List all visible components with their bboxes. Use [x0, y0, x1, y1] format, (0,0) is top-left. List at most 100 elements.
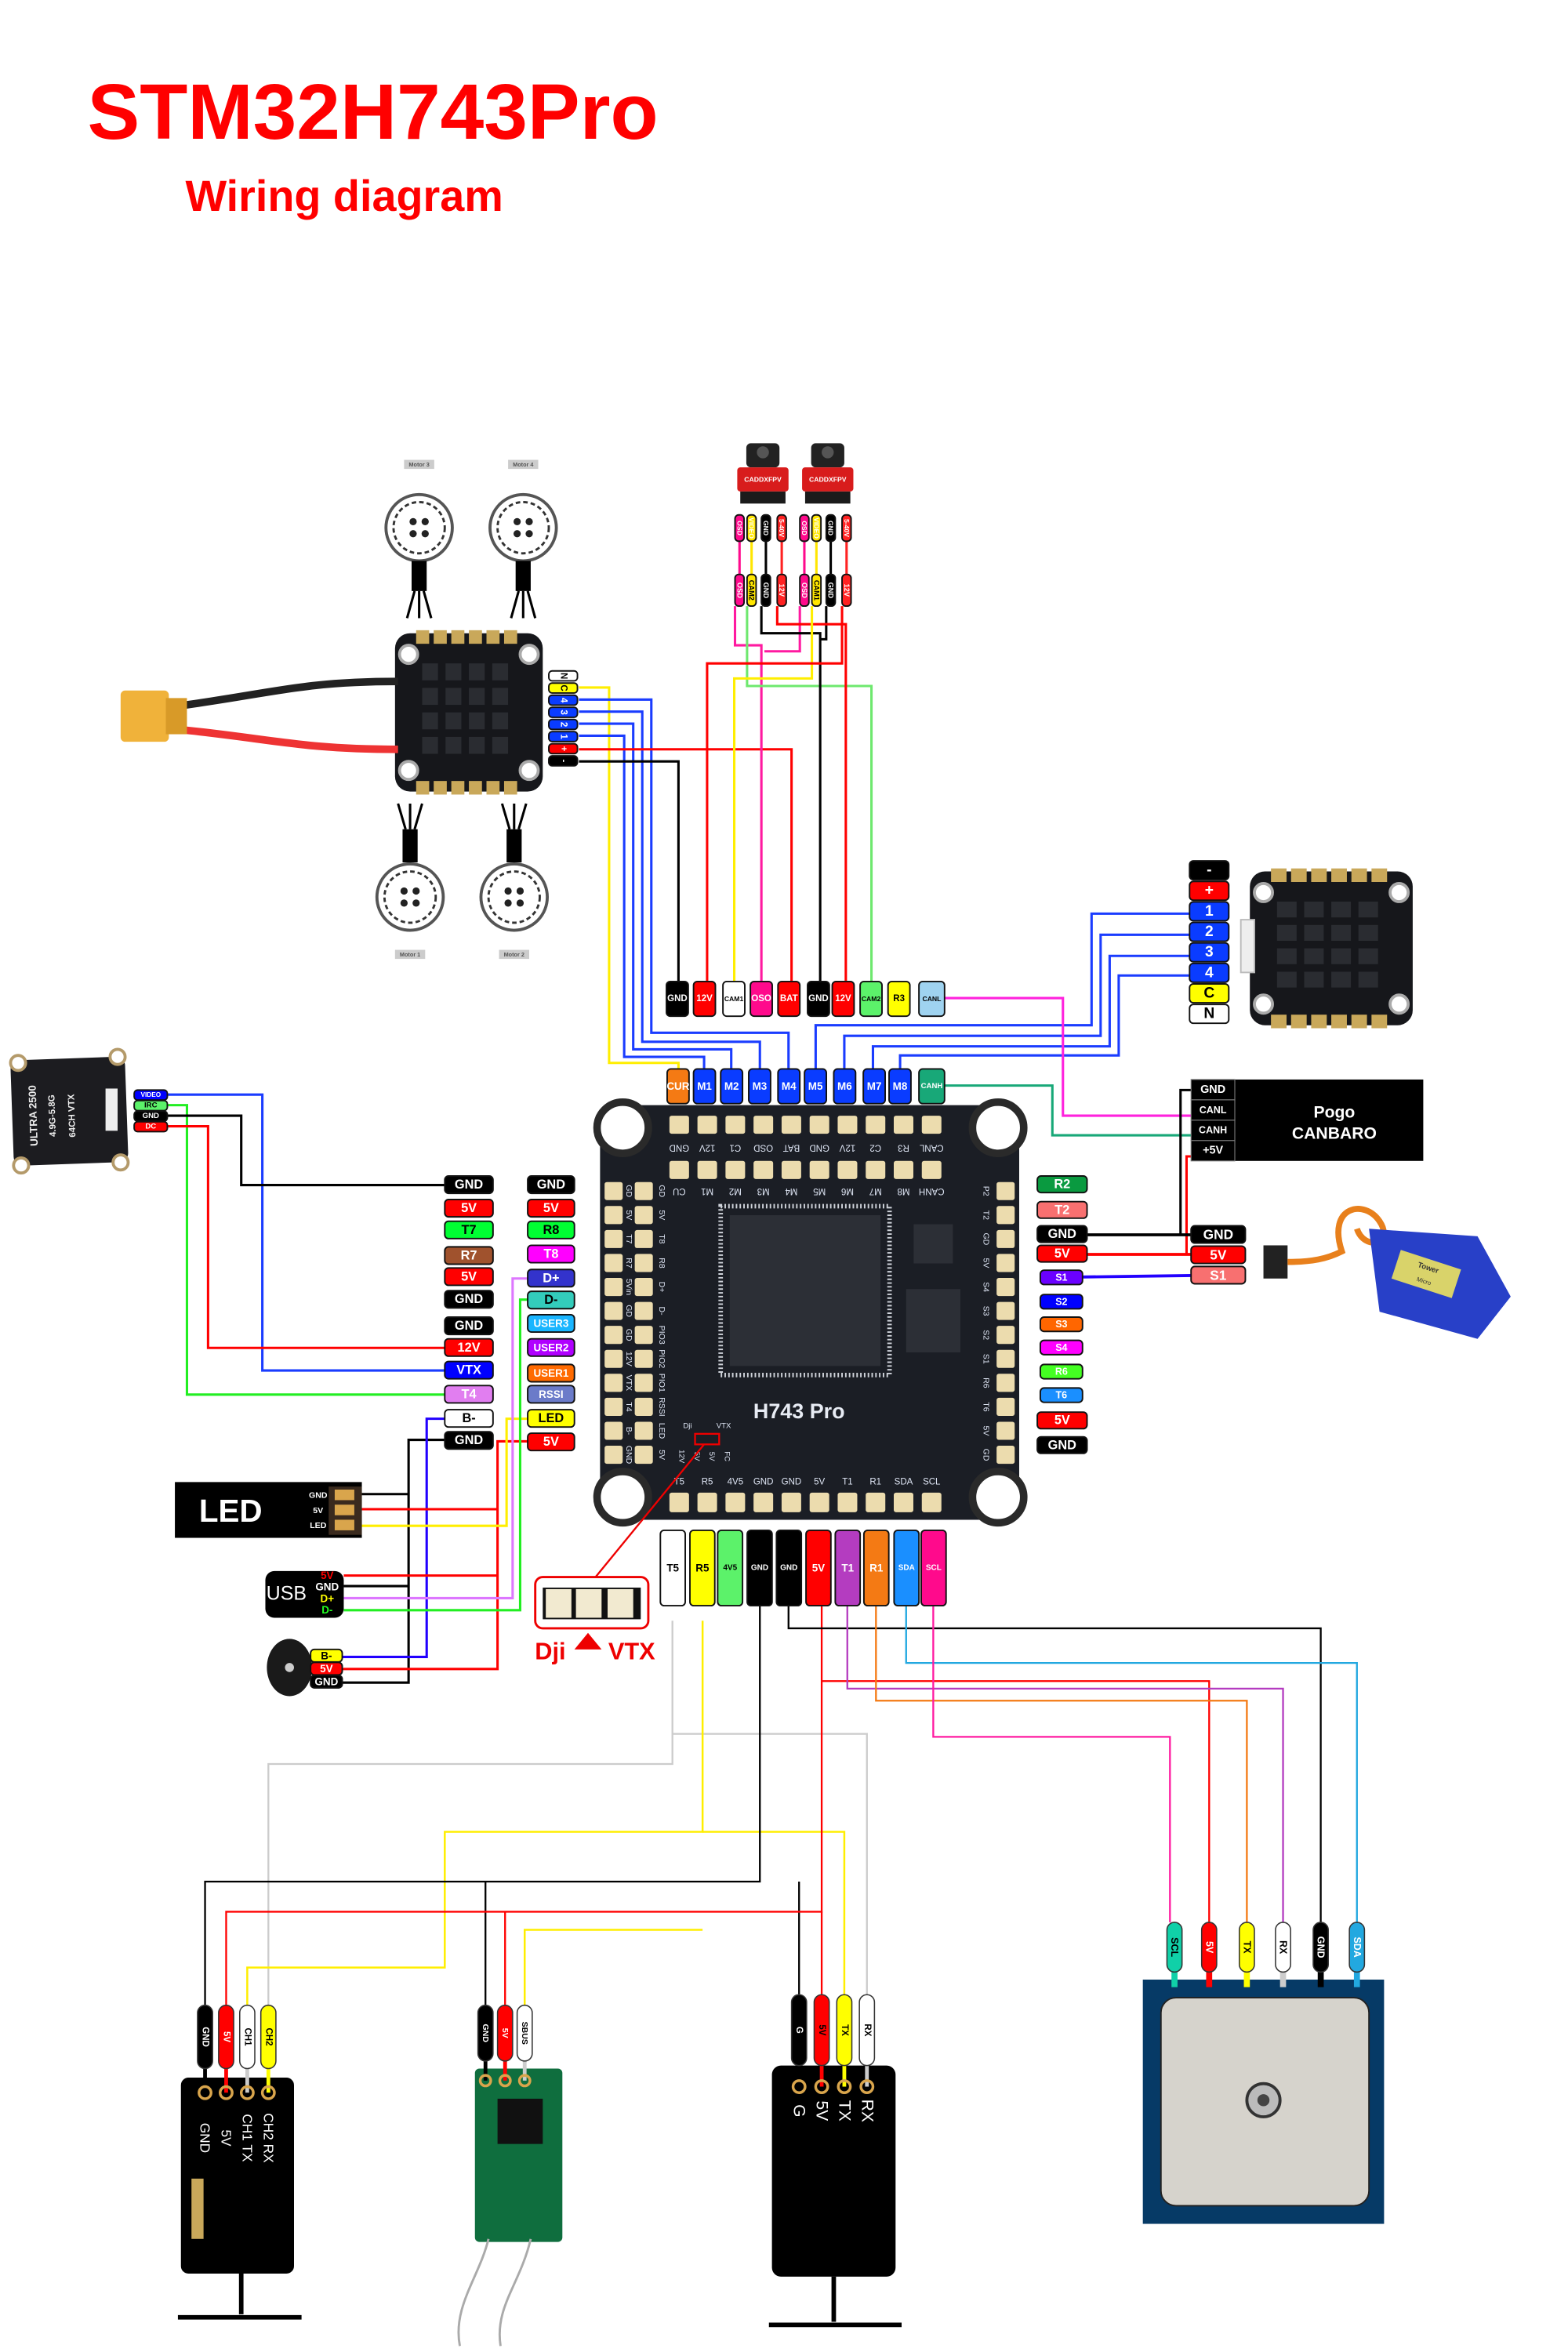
esc-motor-pad	[451, 630, 465, 644]
pin-label-bg	[527, 1220, 575, 1240]
camera-wire-label-OSD: OSD	[799, 573, 810, 608]
esc1-pin-N: N	[548, 670, 579, 682]
fc-pad	[697, 1492, 717, 1512]
pin-label-bg	[811, 514, 822, 543]
motor-motor-2: Motor 2	[479, 803, 549, 960]
pin-label-text: SDA	[898, 1564, 915, 1573]
fc-pad	[921, 1116, 942, 1134]
esc-component	[1358, 902, 1378, 918]
esc-component	[422, 736, 438, 754]
fc-pad	[634, 1349, 653, 1368]
pin-label-text: GND	[780, 1564, 797, 1573]
motor-screw	[421, 530, 429, 538]
fc-silk-bottom: GND	[753, 1477, 774, 1486]
esc-motor-pad	[503, 781, 517, 795]
receiver-body-label: GND	[198, 2123, 213, 2153]
fc-motor-pin-M4: M4	[777, 1068, 801, 1105]
wire	[167, 1125, 445, 1349]
pin-label-bg	[1039, 1294, 1083, 1310]
wire	[672, 1733, 868, 1995]
wire	[702, 1831, 846, 1995]
fc-board-name: H743 Pro	[753, 1399, 845, 1423]
wire	[267, 1621, 673, 2005]
page-subtitle: Wiring diagram	[186, 172, 503, 220]
pin-label-bg	[666, 1068, 690, 1105]
fc-left-inner-pin-5V: 5V	[527, 1199, 575, 1218]
pin-label-text: GND	[1203, 1227, 1233, 1243]
pin-label-bg	[833, 1068, 857, 1105]
pin-label-bg	[859, 980, 883, 1018]
pin-label-text: N	[1203, 1006, 1214, 1022]
wire	[764, 606, 801, 653]
fc-pad	[996, 1278, 1015, 1297]
wire-capsule-label: CH1	[242, 2028, 252, 2047]
fc-silk-dji-pin: FC	[722, 1451, 731, 1461]
gps-pin-TX: TX	[1239, 1922, 1255, 1973]
pin-label-bg	[893, 1529, 920, 1607]
esc-component	[1331, 948, 1352, 964]
pin-label-text: M4	[782, 1080, 797, 1092]
fc-silk-motor: M2	[729, 1186, 742, 1196]
fc-silk-top: C1	[730, 1142, 742, 1152]
camera-wire-label-VIDEO: VIDEO	[811, 514, 822, 543]
motor-screw	[409, 517, 417, 525]
fc-silk-top: OSD	[753, 1142, 773, 1152]
fc-pad	[996, 1349, 1015, 1368]
wire-capsule-label: RX	[862, 2024, 872, 2036]
fc-right-pin-T2: T2	[1036, 1200, 1088, 1219]
pin-label-text: CANH	[921, 1082, 943, 1091]
pin-label-bg	[1039, 1387, 1083, 1403]
wire-capsule	[239, 2004, 256, 2070]
receiver-antenna	[498, 2238, 532, 2347]
fc-bottom-pin-T5: T5	[659, 1529, 686, 1607]
pin-label-text: GND	[1048, 1438, 1076, 1452]
esc-component	[1276, 971, 1297, 988]
fc-silk-left-inner: GD	[657, 1185, 666, 1197]
pin-label-text: SCL	[926, 1564, 942, 1573]
xt60-connector-back	[165, 698, 187, 735]
fc-left-pin-GND: GND	[444, 1290, 494, 1309]
fc-pad	[725, 1492, 746, 1512]
pin-label-text: GND	[455, 1319, 483, 1333]
pin-label-bg	[1036, 1175, 1088, 1194]
camera-brand: CADDXFPV	[744, 476, 782, 484]
fc-top-pin-CAM1: CAM1	[722, 980, 746, 1018]
esc-component	[445, 663, 462, 681]
camera-brand: CADDXFPV	[809, 476, 847, 484]
pin-label-bg	[862, 1068, 886, 1105]
esc-component	[1331, 924, 1352, 941]
fc-silk-left-inner: PIO2	[657, 1349, 666, 1368]
fc-silk-vtx: VTX	[717, 1422, 731, 1431]
receiver-hole	[814, 2079, 829, 2094]
fc-motor-pin-M5: M5	[804, 1068, 827, 1105]
esc2-pin-N: N	[1189, 1004, 1230, 1025]
pin-label-text: CAM1	[812, 580, 820, 601]
pin-label-text: +	[558, 746, 568, 752]
fc-silk-left-outer: B-	[624, 1427, 633, 1436]
wire-capsule	[813, 1994, 830, 2067]
fc-pad	[996, 1397, 1015, 1416]
fc-pad	[634, 1229, 653, 1248]
fc-silk-motor: M6	[841, 1186, 854, 1196]
esc-motor-pad	[486, 630, 500, 644]
pin-label-bg	[527, 1385, 575, 1404]
fc-right-pin-R6: R6	[1039, 1363, 1083, 1380]
esc-component	[469, 688, 485, 706]
fc-silk-top: 12V	[839, 1142, 855, 1152]
motor-bell	[383, 870, 437, 924]
receiver-antenna-pad	[191, 2178, 204, 2239]
motor-label: Motor 2	[504, 951, 524, 958]
receiver-hole	[239, 2085, 255, 2100]
pin-label-text: GND	[808, 994, 829, 1004]
dji-port-highlight	[694, 1432, 720, 1446]
fc-left-inner-pin-T8: T8	[527, 1244, 575, 1264]
led-pad	[334, 1504, 354, 1515]
pin-label-bg	[799, 514, 810, 543]
fc-silk-right: 5V	[982, 1426, 991, 1436]
pin-label-text: D-	[544, 1293, 557, 1307]
led-pin-label: GND	[309, 1491, 328, 1501]
pin-label-text: M3	[753, 1080, 768, 1092]
esc-motor-pad	[1331, 1014, 1347, 1029]
pin-label-bg	[689, 1529, 716, 1607]
